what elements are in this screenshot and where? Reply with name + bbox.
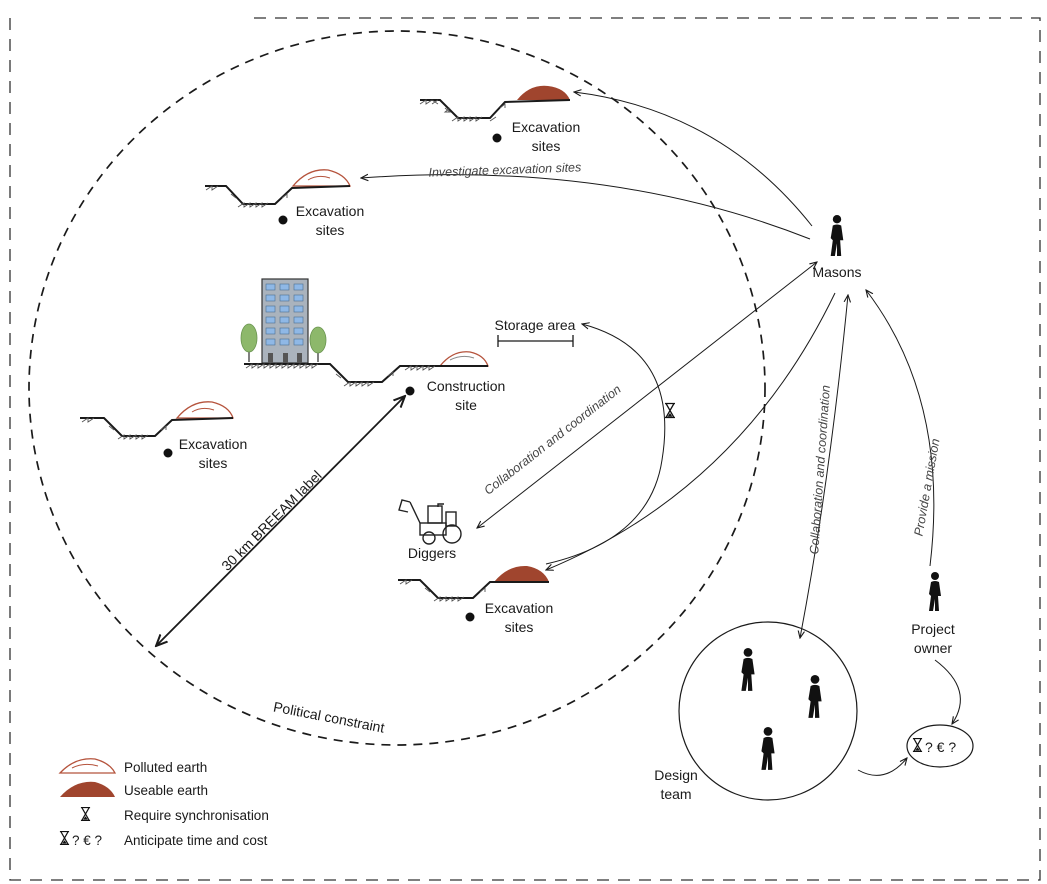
collaboration-label: Collaboration and coordination	[481, 382, 623, 497]
anticipate-symbol: ? € ?	[925, 739, 956, 755]
excavation-label: Excavation	[179, 436, 247, 452]
masons-icon	[830, 215, 844, 256]
site-dot	[163, 448, 173, 458]
legend-polluted-label: Polluted earth	[124, 760, 207, 775]
legend-anticipate-label: Anticipate time and cost	[124, 833, 268, 848]
designer-icon	[741, 648, 755, 691]
digger-icon	[398, 499, 462, 545]
excavation-site-upper-left: Excavation sites	[205, 169, 364, 238]
project-owner-label: Project	[911, 621, 955, 637]
designer-icon	[761, 727, 775, 770]
hourglass-icon	[80, 806, 91, 822]
site-dot	[278, 215, 288, 225]
excavation-label: Excavation	[485, 600, 553, 616]
hourglass-icon	[912, 737, 923, 753]
legend-anticipate-symbol: ? € ?	[72, 833, 102, 848]
storage-area: Storage area	[495, 317, 576, 347]
legend-useable-label: Useable earth	[124, 783, 208, 798]
excavation-site-bottom: Excavation sites	[398, 565, 553, 635]
political-constraint-circle	[28, 30, 766, 746]
project-owner-icon	[929, 572, 941, 611]
designer-icon	[808, 675, 822, 718]
construction-site: Construction site	[240, 278, 506, 413]
design-team-label: team	[660, 786, 691, 802]
time-cost-ellipse	[906, 724, 974, 768]
storage-area-label: Storage area	[495, 317, 576, 333]
excavation-label: sites	[316, 222, 345, 238]
excavation-site-top: Excavation sites	[419, 85, 580, 154]
design-team-circle	[678, 621, 858, 801]
tree-icon	[240, 323, 258, 362]
construction-site-label: site	[455, 397, 477, 413]
outer-frame	[9, 17, 1041, 881]
breeam-radius-arrow	[156, 396, 405, 646]
hourglass-icon	[664, 402, 676, 419]
legend-sync-label: Require synchronisation	[124, 808, 269, 823]
site-dot	[465, 612, 475, 622]
construction-site-label: Construction	[427, 378, 506, 394]
collaboration-label: Collaboration and coordination	[807, 385, 833, 555]
masons-label: Masons	[812, 264, 861, 280]
investigate-label: Investigate excavation sites	[428, 160, 581, 179]
relation-arrows	[361, 92, 961, 776]
excavation-label: Excavation	[512, 119, 580, 135]
site-dot	[492, 133, 502, 143]
legend: Polluted earth Useable earth Require syn…	[58, 758, 269, 848]
excavation-label: sites	[505, 619, 534, 635]
diggers-label: Diggers	[408, 545, 456, 561]
hourglass-icon	[59, 830, 70, 846]
excavation-label: Excavation	[296, 203, 364, 219]
design-team-label: Design	[654, 767, 698, 783]
excavation-label: sites	[199, 455, 228, 471]
breeam-label: 30 km BREEAM label	[218, 467, 324, 573]
project-owner-label: owner	[914, 640, 952, 656]
building-icon	[261, 278, 309, 364]
mission-label: Provide a mission	[912, 437, 943, 537]
site-dot	[405, 386, 415, 396]
excavation-label: sites	[532, 138, 561, 154]
excavation-site-left: Excavation sites	[80, 401, 247, 471]
tree-icon	[309, 326, 327, 362]
